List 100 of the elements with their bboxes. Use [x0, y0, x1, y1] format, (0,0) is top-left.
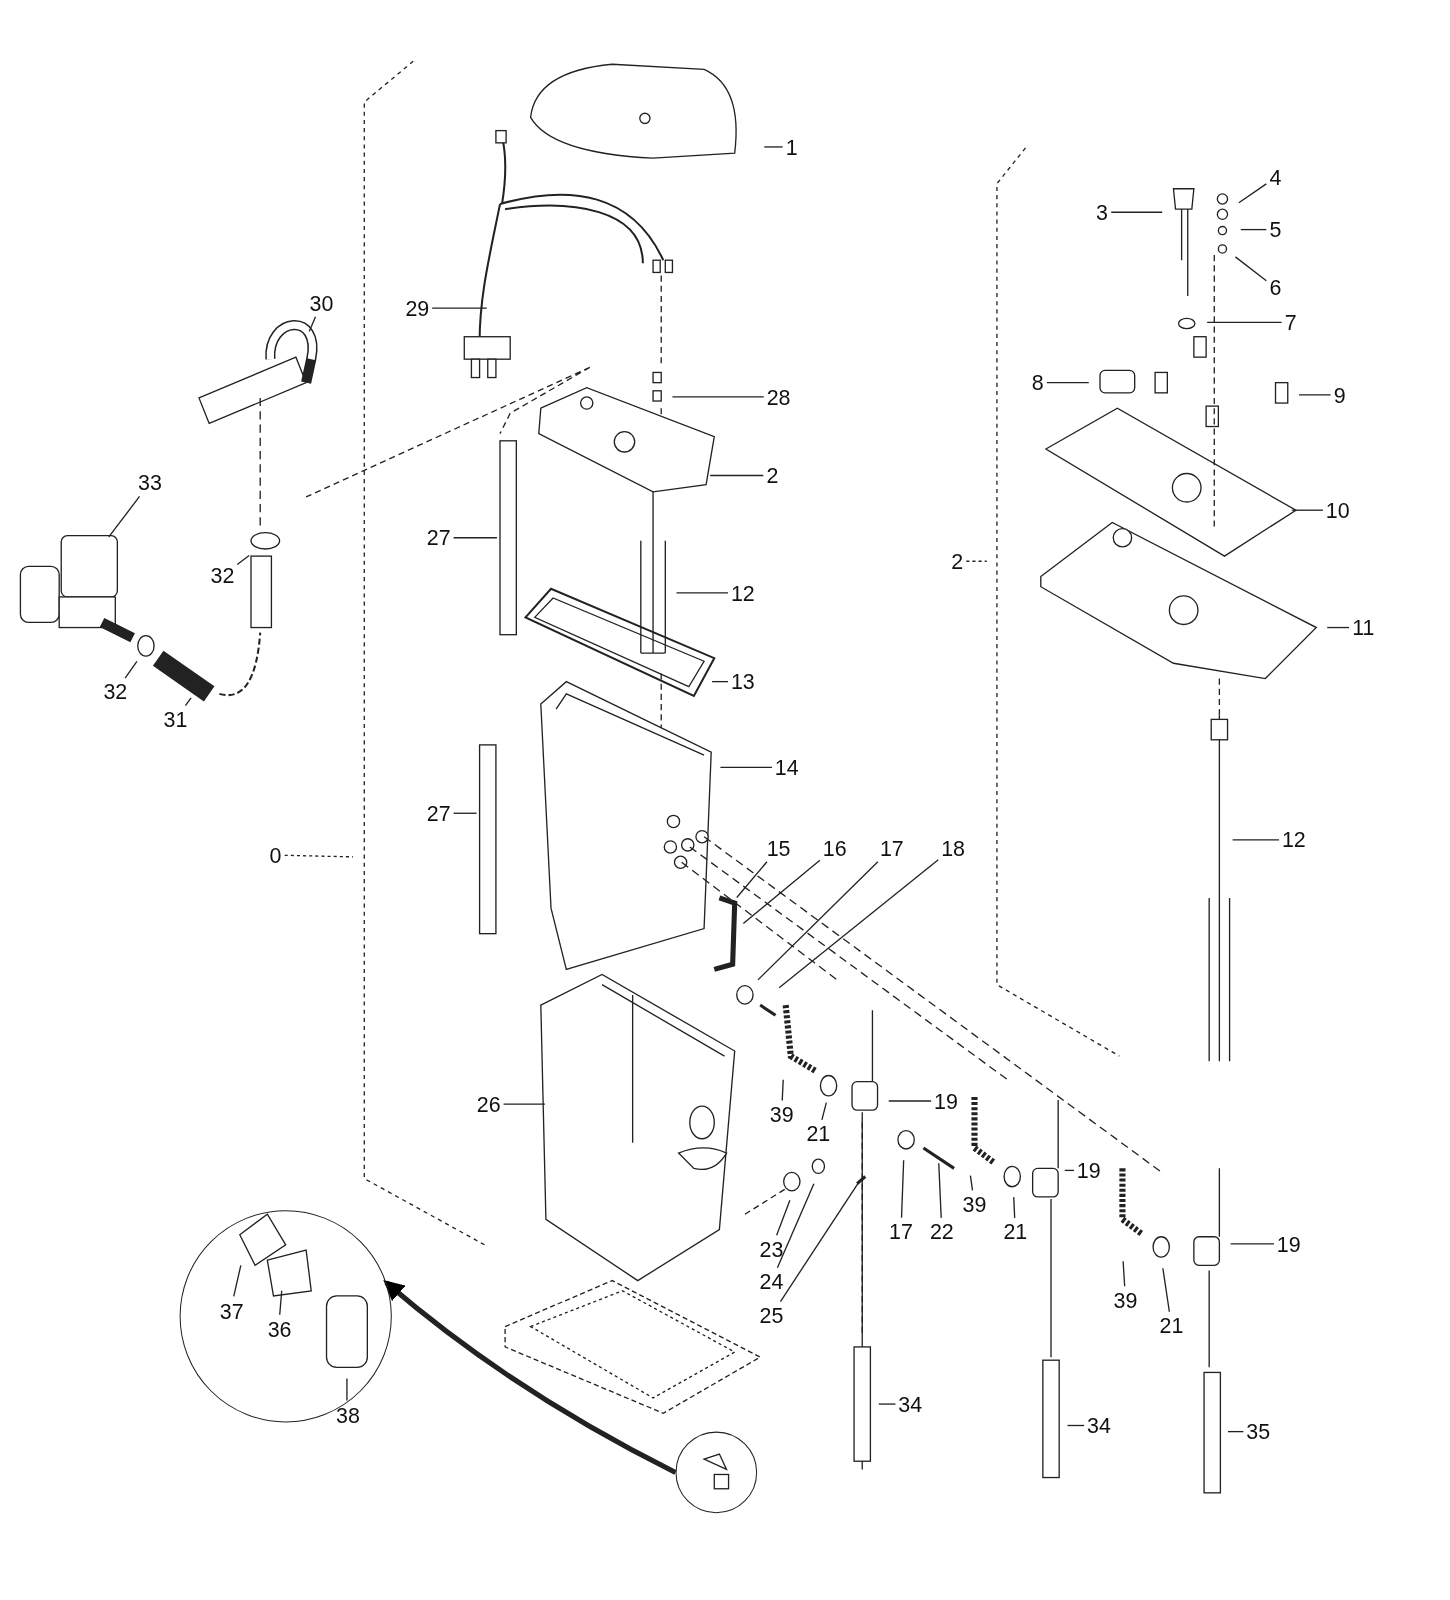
callout-number: 21 — [1003, 1220, 1028, 1243]
callout-number: 27 — [426, 802, 451, 824]
leader-line — [1013, 1196, 1016, 1219]
callout-number: 38 — [336, 1404, 360, 1426]
callout-number: 19 — [1076, 1159, 1101, 1182]
leader-line — [452, 537, 498, 539]
callout-number: 16 — [822, 837, 847, 859]
leader-line — [1238, 183, 1267, 204]
callout-number: 35 — [1246, 1420, 1271, 1443]
callout-number: 2 — [951, 550, 964, 572]
leader-line — [1326, 626, 1350, 629]
leader-line — [1162, 1267, 1171, 1313]
callout-number: 26 — [476, 1093, 501, 1115]
callout-number: 12 — [1281, 829, 1306, 851]
callout-number: 4 — [1269, 166, 1282, 189]
leader-line — [1110, 211, 1163, 213]
leader-line — [900, 1159, 905, 1219]
callout-number: 37 — [219, 1300, 244, 1322]
leader-line — [108, 495, 141, 538]
callout-number: 21 — [1159, 1314, 1184, 1337]
callout-number: 0 — [269, 844, 282, 866]
callout-number: 34 — [898, 1393, 923, 1415]
leader-line — [965, 560, 988, 562]
callout-number: 18 — [941, 837, 965, 859]
callout-number: 25 — [759, 1304, 784, 1326]
leader-line — [1291, 509, 1324, 511]
callout-number: 7 — [1284, 311, 1297, 334]
callout-number: 31 — [163, 708, 188, 731]
callout-number: 32 — [210, 564, 235, 587]
leader-line — [1240, 228, 1267, 231]
callout-number: 28 — [766, 386, 791, 408]
callout-number: 39 — [769, 1103, 794, 1125]
callout-number: 27 — [426, 527, 451, 549]
leader-line — [675, 592, 729, 594]
callout-number: 14 — [774, 756, 799, 779]
callout-number: 9 — [1333, 384, 1346, 406]
leader-line — [233, 1264, 242, 1298]
leader-line — [778, 859, 939, 989]
callout-number: 32 — [103, 681, 128, 703]
leader-line — [124, 660, 138, 679]
leader-line — [776, 1183, 815, 1269]
leader-line — [1229, 1243, 1275, 1245]
callout-number: 39 — [1113, 1289, 1138, 1311]
leader-line — [757, 861, 879, 981]
callout-number: 24 — [759, 1270, 784, 1293]
callout-number: 30 — [309, 292, 334, 314]
leader-line — [502, 1103, 546, 1105]
leader-line — [821, 1101, 827, 1121]
leader-line — [284, 854, 354, 858]
leader-line — [719, 766, 773, 768]
leader-line — [279, 1290, 283, 1316]
callout-number: 17 — [889, 1220, 913, 1243]
callout-number: 19 — [934, 1090, 958, 1112]
leader-line — [969, 1175, 974, 1191]
callout-number: 21 — [806, 1122, 831, 1145]
callout-number: 10 — [1325, 499, 1350, 521]
callout-number: 39 — [962, 1193, 987, 1215]
leader-line — [1234, 256, 1267, 282]
leader-line — [776, 1199, 791, 1236]
leader-line — [1046, 382, 1090, 384]
leader-line — [1066, 1424, 1085, 1427]
leader-line — [1064, 1169, 1075, 1172]
leader-line — [1122, 1260, 1126, 1287]
callout-number: 15 — [766, 837, 791, 859]
callout-number: 12 — [730, 582, 755, 604]
leader-line — [779, 1180, 860, 1303]
callout-number: 3 — [1096, 201, 1108, 223]
leader-line — [184, 697, 192, 707]
callout-number: 23 — [759, 1238, 784, 1260]
callout-number: 29 — [405, 297, 430, 319]
callout-number: 11 — [1352, 616, 1375, 639]
callout-number: 6 — [1269, 277, 1282, 299]
leader-line — [938, 1162, 942, 1219]
callout-number: 1 — [785, 136, 798, 158]
leader-line — [1206, 321, 1283, 324]
leader-line — [452, 812, 478, 814]
leader-line — [736, 861, 768, 899]
callout-number: 36 — [267, 1318, 292, 1341]
leader-line — [709, 474, 764, 477]
leader-line — [742, 859, 821, 925]
leader-line — [236, 554, 250, 566]
leader-line — [763, 146, 784, 148]
callout-number: 34 — [1087, 1414, 1111, 1437]
leader-line — [1298, 394, 1332, 396]
leader-line — [888, 1100, 932, 1102]
leader-line — [711, 680, 729, 683]
callout-number: 5 — [1269, 218, 1282, 241]
leader-line — [1227, 1430, 1245, 1433]
curved-arrow — [383, 1280, 677, 1475]
callout-number: 2 — [766, 464, 779, 487]
leader-line — [346, 1377, 348, 1402]
leader-line — [781, 1079, 784, 1102]
callout-number: 19 — [1276, 1233, 1301, 1255]
leader-line — [431, 307, 488, 309]
callout-number: 13 — [730, 670, 755, 693]
callout-number: 8 — [1031, 371, 1044, 394]
callout-number: 33 — [138, 471, 162, 494]
leader-line — [1231, 839, 1280, 841]
callout-number: 17 — [879, 837, 904, 859]
leader-line — [308, 316, 317, 333]
